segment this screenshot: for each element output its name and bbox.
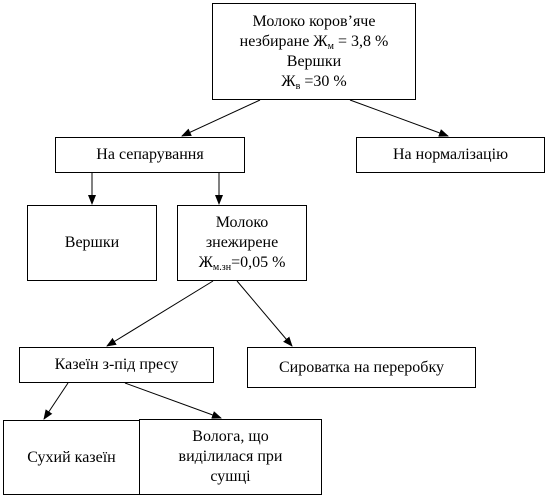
node-raw-milk: Молоко коров’яче незбиране Жм = 3,8 % Ве… <box>212 3 416 100</box>
node-dry-casein: Сухий казеїн <box>3 420 140 495</box>
arrow-milk-to-normalization <box>349 99 449 137</box>
arrow-skim-milk-to-whey <box>236 280 293 347</box>
moisture-line-2: виділилася при <box>178 448 283 465</box>
cream-fat-subscript: в <box>295 80 301 92</box>
node-separation: На сепарування <box>55 137 245 173</box>
casein-press-label: Казеїн з-під пресу <box>54 356 179 373</box>
skim-milk-fat-line: Жм.зн=0,05 % <box>199 253 286 273</box>
raw-milk-fat-value: = 3,8 % <box>333 32 389 50</box>
raw-milk-line-1: Молоко коров’яче <box>252 12 376 30</box>
skim-milk-line-1: Молоко <box>215 214 269 231</box>
node-skim-milk: Молоко знежирене Жм.зн=0,05 % <box>177 205 307 281</box>
moisture-line-1: Волога, що <box>192 428 269 445</box>
whey-label: Сироватка на переробку <box>278 358 444 376</box>
node-cream: Вершки <box>27 205 157 281</box>
separation-label: На сепарування <box>96 146 204 163</box>
cream-label: Вершки <box>64 234 120 251</box>
moisture-line-3: сушці <box>210 468 251 485</box>
cream-fat-text: Ж <box>281 72 296 90</box>
skim-milk-fat-text: Ж <box>198 254 213 271</box>
node-casein-press: Казеїн з-під пресу <box>19 347 214 383</box>
skim-milk-line-2: знежирене <box>205 234 279 251</box>
arrow-casein-to-dry-casein <box>43 382 69 420</box>
node-moisture: Волога, що виділилася при сушці <box>139 419 322 495</box>
node-whey: Сироватка на переробку <box>247 347 476 388</box>
node-normalization: На нормалізацію <box>356 137 545 173</box>
cream-fat-line: Жв =30 % <box>281 72 346 92</box>
dry-casein-label: Сухий казеїн <box>27 448 116 466</box>
raw-milk-fat-subscript: м <box>327 40 334 52</box>
normalization-label: На нормалізацію <box>392 146 509 163</box>
arrow-milk-to-separation <box>181 99 261 137</box>
skim-milk-fat-subscript: м.зн <box>212 262 232 273</box>
skim-milk-fat-value: =0,05 % <box>231 254 286 271</box>
raw-milk-fat-line: незбиране Жм = 3,8 % <box>240 32 389 52</box>
raw-milk-fat-text: незбиране Ж <box>239 32 328 50</box>
cream-fat-value: =30 % <box>300 72 347 90</box>
arrow-casein-to-moisture <box>124 382 222 419</box>
cream-label-line: Вершки <box>286 52 342 70</box>
arrow-skim-milk-to-casein <box>106 280 214 347</box>
